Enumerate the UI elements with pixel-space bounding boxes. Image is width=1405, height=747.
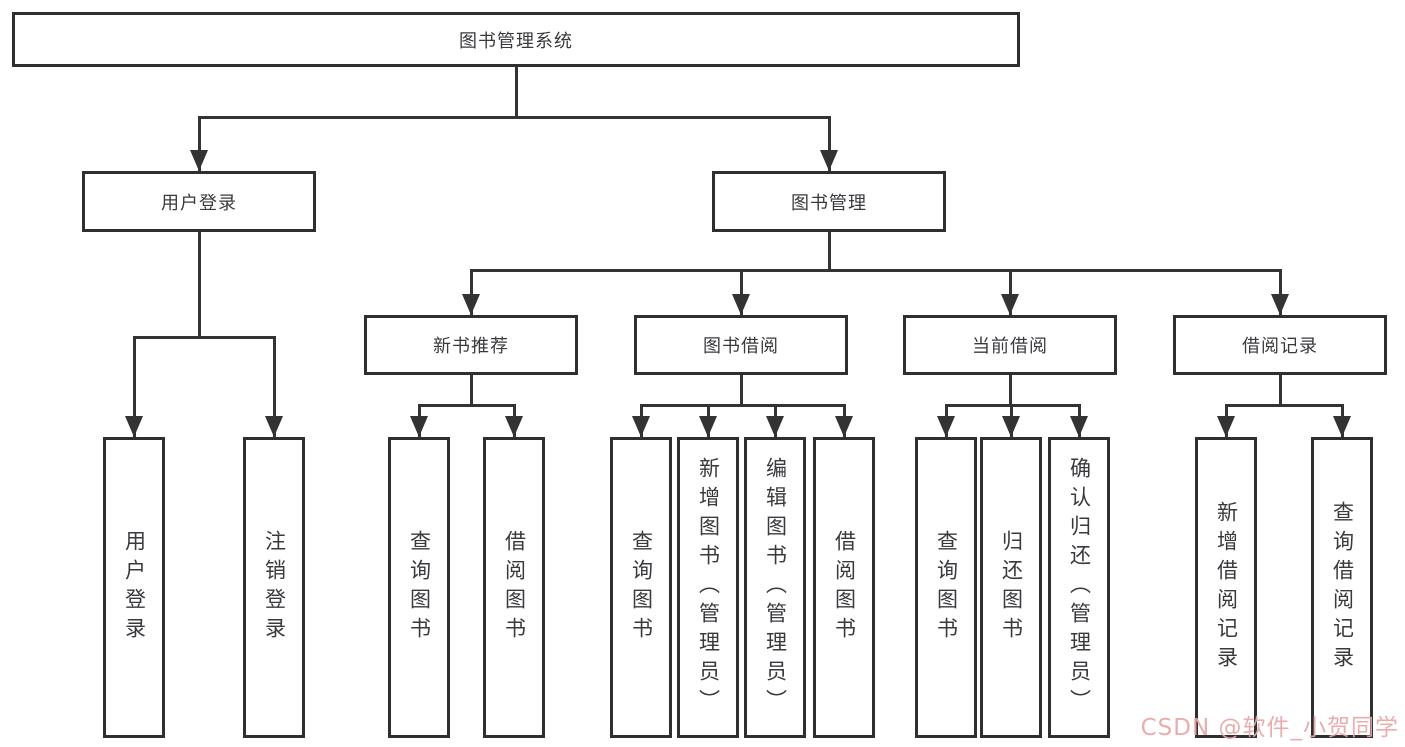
node-label: 查询图书 bbox=[629, 529, 654, 646]
node-label: 归还图书 bbox=[999, 529, 1024, 646]
node-label: 新增图书（管理员） bbox=[696, 457, 721, 718]
node-current: 当前借阅 bbox=[903, 315, 1117, 375]
connector-drop bbox=[469, 270, 473, 315]
node-label: 编辑图书（管理员） bbox=[763, 457, 788, 718]
connector-stub bbox=[1278, 375, 1282, 405]
node-cur-confirm: 确认归还（管理员） bbox=[1048, 437, 1110, 738]
node-borrow-edit: 编辑图书（管理员） bbox=[744, 437, 806, 738]
connector-drop bbox=[739, 270, 743, 315]
node-label: 新增借阅记录 bbox=[1214, 500, 1239, 675]
arrow-down-icon bbox=[632, 416, 650, 437]
node-borrow-add: 新增图书（管理员） bbox=[677, 437, 739, 738]
arrow-down-icon bbox=[190, 150, 208, 171]
connector-stub bbox=[469, 375, 473, 405]
node-borrow-query: 查询图书 bbox=[610, 437, 672, 738]
connector-drop bbox=[827, 117, 831, 171]
node-label: 借阅图书 bbox=[502, 529, 527, 646]
connector-bus bbox=[132, 335, 276, 339]
arrow-down-icon bbox=[1217, 416, 1235, 437]
connector-bus bbox=[944, 403, 1081, 407]
arrow-down-icon bbox=[1070, 416, 1088, 437]
node-login-logout: 注销登录 bbox=[243, 437, 305, 738]
node-label: 查询借阅记录 bbox=[1330, 500, 1355, 675]
node-borrow-borrow: 借阅图书 bbox=[813, 437, 875, 738]
node-root: 图书管理系统 bbox=[12, 12, 1020, 67]
arrow-down-icon bbox=[1333, 416, 1351, 437]
node-rec-query: 查询图书 bbox=[388, 437, 450, 738]
node-label: 图书借阅 bbox=[703, 336, 779, 357]
node-label: 图书管理系统 bbox=[459, 30, 573, 52]
arrow-down-icon bbox=[505, 416, 523, 437]
node-label: 图书管理 bbox=[791, 192, 867, 214]
arrow-down-icon bbox=[1001, 294, 1019, 315]
node-hist-add: 新增借阅记录 bbox=[1195, 437, 1257, 738]
arrow-down-icon bbox=[265, 416, 283, 437]
connector-stub bbox=[197, 232, 201, 337]
connector-bus bbox=[197, 115, 831, 119]
node-label: 查询图书 bbox=[934, 529, 959, 646]
node-cur-query: 查询图书 bbox=[915, 437, 977, 738]
arrow-down-icon bbox=[462, 294, 480, 315]
connector-drop bbox=[1278, 270, 1282, 315]
connector-stub bbox=[827, 232, 831, 270]
connector-stub bbox=[1008, 375, 1012, 405]
node-cur-return: 归还图书 bbox=[980, 437, 1042, 738]
connector-drop bbox=[272, 337, 276, 437]
node-label: 用户登录 bbox=[122, 529, 147, 646]
connector-stub bbox=[514, 67, 518, 117]
arrow-down-icon bbox=[835, 416, 853, 437]
arrow-down-icon bbox=[820, 150, 838, 171]
node-borrow: 图书借阅 bbox=[634, 315, 848, 375]
arrow-down-icon bbox=[699, 416, 717, 437]
connector-stub bbox=[739, 375, 743, 405]
connector-bus bbox=[1224, 403, 1344, 407]
node-rec-borrow: 借阅图书 bbox=[483, 437, 545, 738]
node-login: 用户登录 bbox=[82, 171, 316, 232]
connector-bus bbox=[639, 403, 846, 407]
connector-drop bbox=[132, 337, 136, 437]
arrow-down-icon bbox=[1271, 294, 1289, 315]
connector-bus bbox=[417, 403, 516, 407]
node-login-user: 用户登录 bbox=[103, 437, 165, 738]
node-label: 借阅记录 bbox=[1242, 336, 1318, 357]
node-label: 用户登录 bbox=[161, 192, 237, 214]
arrow-down-icon bbox=[410, 416, 428, 437]
node-history: 借阅记录 bbox=[1173, 315, 1387, 375]
node-hist-query: 查询借阅记录 bbox=[1311, 437, 1373, 738]
node-rec: 新书推荐 bbox=[364, 315, 578, 375]
node-label: 确认归还（管理员） bbox=[1067, 457, 1092, 718]
arrow-down-icon bbox=[937, 416, 955, 437]
node-label: 当前借阅 bbox=[972, 336, 1048, 357]
node-label: 新书推荐 bbox=[433, 336, 509, 357]
connector-drop bbox=[197, 117, 201, 171]
node-label: 借阅图书 bbox=[832, 529, 857, 646]
node-label: 注销登录 bbox=[262, 529, 287, 646]
csdn-watermark: CSDN @软件_小贺同学 bbox=[1140, 715, 1399, 741]
node-mgmt: 图书管理 bbox=[712, 171, 946, 232]
connector-bus bbox=[469, 268, 1282, 272]
arrow-down-icon bbox=[732, 294, 750, 315]
arrow-down-icon bbox=[125, 416, 143, 437]
connector-drop bbox=[1008, 270, 1012, 315]
arrow-down-icon bbox=[766, 416, 784, 437]
arrow-down-icon bbox=[1002, 416, 1020, 437]
node-label: 查询图书 bbox=[407, 529, 432, 646]
